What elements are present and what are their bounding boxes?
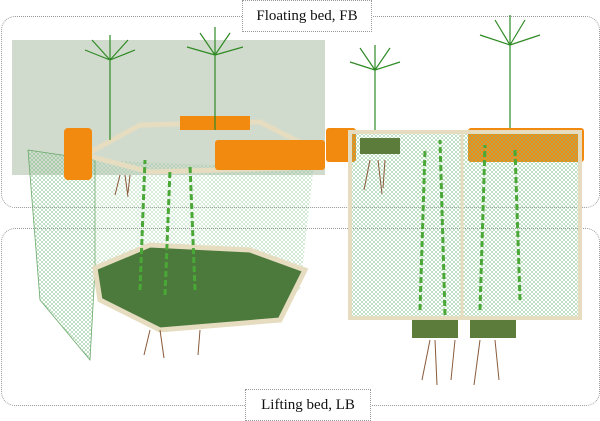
right-cage [348,130,582,320]
left-lower-frame [92,242,309,333]
roots [114,159,500,386]
submerged-plants [138,139,522,316]
papyrus-plants [84,15,541,140]
float-right [215,140,325,170]
float-left [64,128,92,180]
right-mat-bottom-left [412,320,458,338]
floating-bed-label: Floating bed, FB [242,0,372,32]
right-mat-bottom-right [470,320,516,338]
left-net-side [27,149,96,362]
lifting-bed-label: Lifting bed, LB [245,389,371,421]
right-mat-top [360,138,400,154]
